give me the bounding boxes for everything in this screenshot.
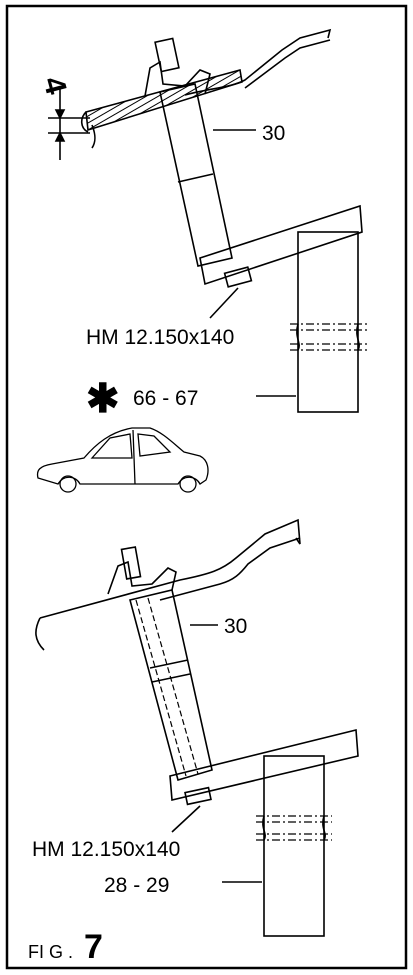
upper-hatched-plate	[85, 68, 243, 132]
lower-arm-plate	[169, 728, 359, 801]
upper-value-label: 66 - 67	[133, 387, 198, 410]
upper-assembly	[48, 28, 368, 413]
upper-star-symbol: ✱	[86, 377, 120, 421]
lower-assembly	[35, 518, 359, 937]
lower-spacer-tube	[129, 589, 213, 781]
lower-bracket	[107, 560, 177, 595]
upper-spacer-tube	[159, 83, 233, 267]
figure-caption-number: 7	[84, 928, 103, 966]
upper-bolt-label: HM 12.150x140	[86, 326, 234, 349]
upper-dimension-label: 4	[36, 73, 72, 98]
lower-bolt-top	[120, 546, 142, 580]
lower-body-panel	[39, 518, 301, 619]
upper-part-label: 30	[262, 122, 285, 145]
figure-frame	[5, 4, 408, 970]
upper-leader-bolt	[209, 287, 239, 319]
upper-bolt-nut	[223, 266, 253, 288]
lower-leader-bolt	[171, 805, 201, 833]
upper-bracket	[144, 60, 211, 97]
upper-arm-plate	[199, 204, 363, 286]
car-silhouette-icon	[36, 427, 209, 493]
lower-bolt-nut	[184, 786, 212, 806]
upper-shock-cylinder	[297, 231, 359, 413]
lower-part-label: 30	[224, 615, 247, 638]
figure-caption-prefix: FI G .	[28, 942, 73, 962]
lower-bolt-label: HM 12.150x140	[32, 838, 180, 861]
upper-bolt-top	[154, 37, 180, 73]
lower-value-label: 28 - 29	[104, 874, 169, 897]
lower-shock-cylinder	[263, 755, 325, 937]
